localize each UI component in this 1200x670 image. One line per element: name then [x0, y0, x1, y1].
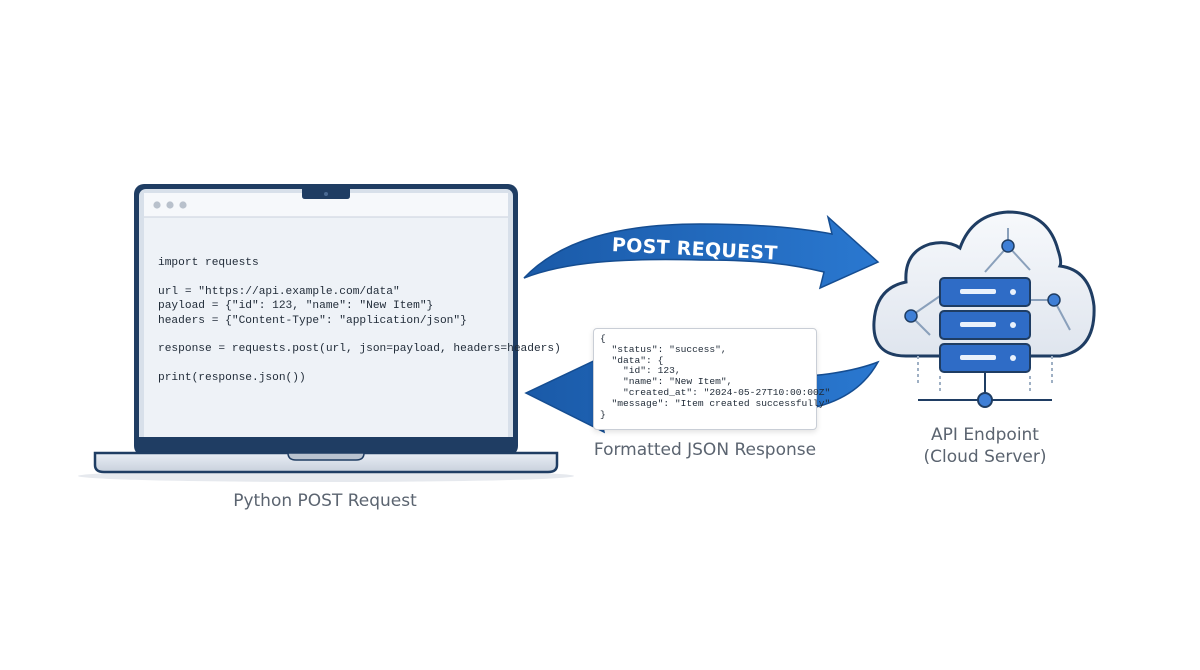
laptop-caption: Python POST Request	[233, 491, 417, 511]
cloud-server-icon	[872, 210, 1096, 408]
json-line: "id": 123,	[600, 365, 681, 377]
json-line: "message": "Item created successfully"	[600, 397, 831, 409]
json-line: "status": "success",	[600, 343, 727, 355]
laptop-icon	[78, 184, 574, 482]
json-response-card	[593, 328, 817, 430]
post-request-arrow	[523, 214, 880, 290]
json-line: "name": "New Item",	[600, 376, 733, 388]
api-caption-line1: API Endpoint	[931, 425, 1039, 445]
code-line: import requests	[158, 257, 259, 269]
window-dot-icon	[153, 201, 161, 209]
code-line	[158, 328, 508, 342]
json-line: "data": {	[600, 354, 664, 366]
code-line: response = requests.post(url, json=paylo…	[158, 343, 561, 356]
json-line: "created_at": "2024-05-27T10:00:00Z"	[600, 386, 831, 398]
code-line	[158, 270, 508, 284]
code-line: print(response.json())	[158, 372, 306, 385]
json-line: {	[600, 333, 606, 344]
code-line: payload = {"id": 123, "name": "New Item"…	[158, 300, 434, 313]
code-line: headers = {"Content-Type": "application/…	[158, 314, 467, 327]
json-line: }	[600, 408, 606, 420]
window-dot-icon	[179, 201, 187, 209]
json-response-caption: Formatted JSON Response	[593, 440, 817, 460]
api-endpoint-caption: API Endpoint (Cloud Server)	[880, 424, 1090, 468]
camera-icon	[324, 192, 328, 196]
api-caption-line2: (Cloud Server)	[923, 447, 1047, 467]
code-editor-text: import requests url = "https://api.exampl…	[158, 256, 561, 386]
window-dot-icon	[166, 201, 174, 209]
json-response-text: { "status": "success", "data": { "id": 1…	[600, 333, 831, 420]
code-line	[158, 357, 508, 371]
code-line: url = "https://api.example.com/data"	[158, 285, 400, 298]
